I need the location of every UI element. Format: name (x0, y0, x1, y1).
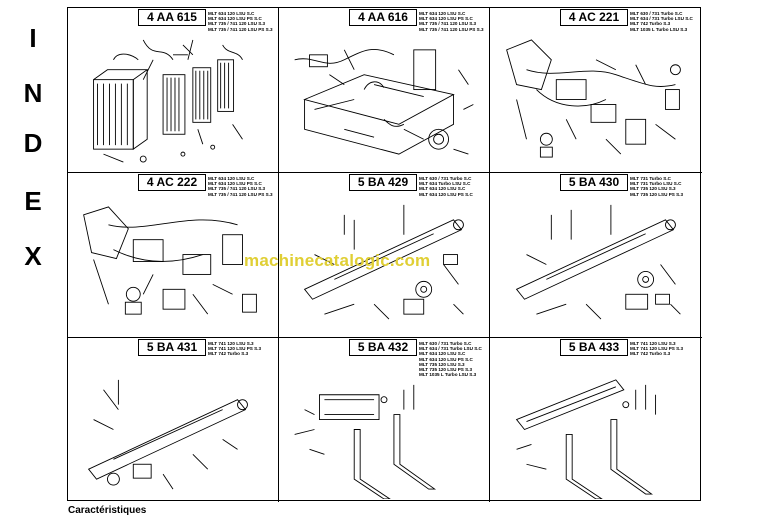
hydraulic-circuit-drawing (494, 30, 698, 169)
page-code: 5 BA 432 (349, 339, 417, 356)
index-letter: X (24, 241, 42, 271)
index-letter: N (23, 78, 43, 108)
page-code: 5 BA 430 (560, 174, 628, 191)
boom-assembly-drawing (283, 195, 485, 334)
hydraulic-frame-drawing (283, 30, 485, 169)
watermark: machinecatalogic.com (244, 251, 431, 270)
fork-carriage-drawing (283, 360, 485, 499)
index-letter: I (29, 23, 37, 53)
hydraulic-circuit-drawing (72, 195, 274, 334)
page-code: 4 AA 616 (349, 9, 417, 26)
boom-assembly-drawing (72, 360, 274, 499)
page-code: 5 BA 429 (349, 174, 417, 191)
page-code: 4 AC 221 (560, 9, 628, 26)
radiator-exploded-drawing (72, 30, 274, 169)
index-letter: E (24, 186, 42, 216)
boom-assembly-drawing (494, 195, 698, 334)
page-code: 4 AA 615 (138, 9, 206, 26)
page-code: 4 AC 222 (138, 174, 206, 191)
fork-carriage-drawing (494, 360, 698, 499)
index-letter: D (23, 128, 43, 158)
page-code: 5 BA 433 (560, 339, 628, 356)
page-code: 5 BA 431 (138, 339, 206, 356)
footer-caption: Caractéristiques (68, 505, 147, 516)
